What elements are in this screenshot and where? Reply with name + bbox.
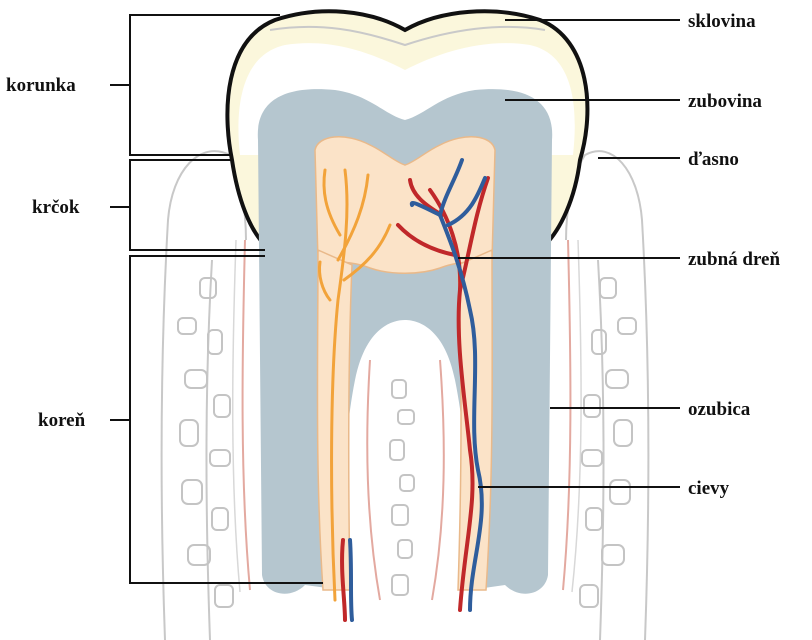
label-root: koreň [38, 410, 86, 431]
nerve [318, 168, 392, 602]
enamel-inner-line [269, 25, 546, 47]
neck-bracket [129, 159, 265, 251]
label-vessels: cievy [688, 478, 730, 499]
label-pulp: zubná dreň [688, 249, 780, 270]
label-gum: ďasno [688, 149, 739, 170]
periodontal-ligament [241, 239, 572, 601]
leader-lines [110, 14, 680, 584]
spongy-bone [177, 277, 637, 608]
vein [409, 158, 487, 612]
periodontal-fibers [231, 239, 582, 593]
label-dentin: zubovina [688, 91, 762, 112]
label-crown: korunka [6, 75, 76, 96]
root-vessels-left [340, 538, 354, 622]
label-enamel: sklovina [688, 11, 756, 32]
label-neck: krčok [32, 197, 80, 218]
label-periodontium: ozubica [688, 399, 751, 420]
pulp-root-left [316, 248, 353, 591]
